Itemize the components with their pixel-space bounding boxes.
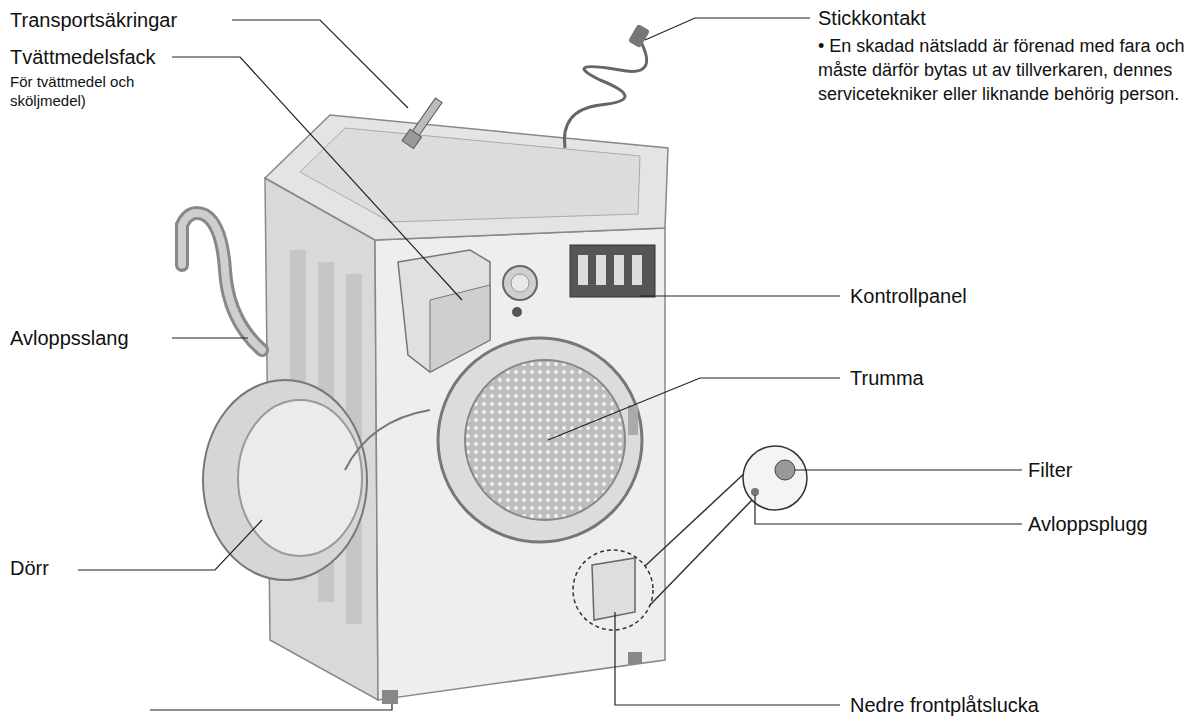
part-label: Filter (1028, 458, 1072, 482)
part-label: För tvättmedel och sköljmedel) (10, 72, 210, 110)
zoom-line (650, 500, 752, 605)
part-label: Trumma (850, 366, 924, 390)
zoom-line (645, 470, 748, 566)
door-latch (628, 405, 638, 435)
foot (382, 690, 398, 704)
part-label: Avloppsslang (10, 326, 129, 350)
top-lid (265, 115, 668, 240)
bolt-shaft (413, 98, 442, 135)
leader-line (172, 337, 248, 338)
part-label: Nedre frontplåtslucka (850, 693, 1039, 717)
detergent-drawer (398, 250, 490, 372)
part-label: Stickkontakt (818, 6, 926, 30)
power-button (512, 307, 522, 317)
part-label: Dörr (10, 556, 49, 580)
leader-line (78, 520, 262, 570)
drum (465, 360, 625, 520)
part-label: Transportsäkringar (10, 8, 177, 32)
foot (628, 652, 642, 664)
front-panel (375, 228, 665, 700)
drain-hose (182, 213, 262, 350)
program-knob (503, 266, 537, 300)
leader-line (150, 704, 392, 710)
leader-line (640, 295, 840, 296)
display-digit (578, 255, 588, 285)
drain-plug (751, 488, 759, 496)
top-lid-inset (300, 128, 640, 222)
leader-line (232, 20, 408, 108)
door-hinge (345, 410, 430, 470)
leader-line (615, 612, 840, 705)
warning-note: • En skadad nätsladd är förenad med fara… (818, 34, 1190, 106)
display-digit (596, 255, 606, 285)
display-digit (632, 255, 642, 285)
filter-cap (775, 460, 795, 480)
zoom-area (573, 550, 653, 630)
lower-front-hatch (592, 558, 635, 620)
leader-line (645, 18, 810, 40)
part-label: Tvättmedelsfack (10, 45, 156, 69)
leader-line (795, 469, 1022, 470)
program-knob-center (511, 274, 529, 292)
part-label: Kontrollpanel (850, 284, 967, 308)
leader-line (755, 495, 1022, 524)
drain-hose-ribs (182, 213, 262, 350)
leader-lines (78, 18, 1022, 710)
transport-bolt (402, 96, 444, 148)
part-label: Avloppsplugg (1028, 512, 1148, 536)
power-cord (564, 40, 646, 148)
door-glass (238, 400, 362, 556)
leader-line (172, 57, 462, 300)
zoom-circle (743, 446, 807, 510)
plug (628, 24, 650, 48)
leader-line (548, 378, 840, 440)
display (570, 245, 655, 297)
door-opening (438, 338, 642, 542)
door (203, 380, 367, 580)
display-digit (614, 255, 624, 285)
